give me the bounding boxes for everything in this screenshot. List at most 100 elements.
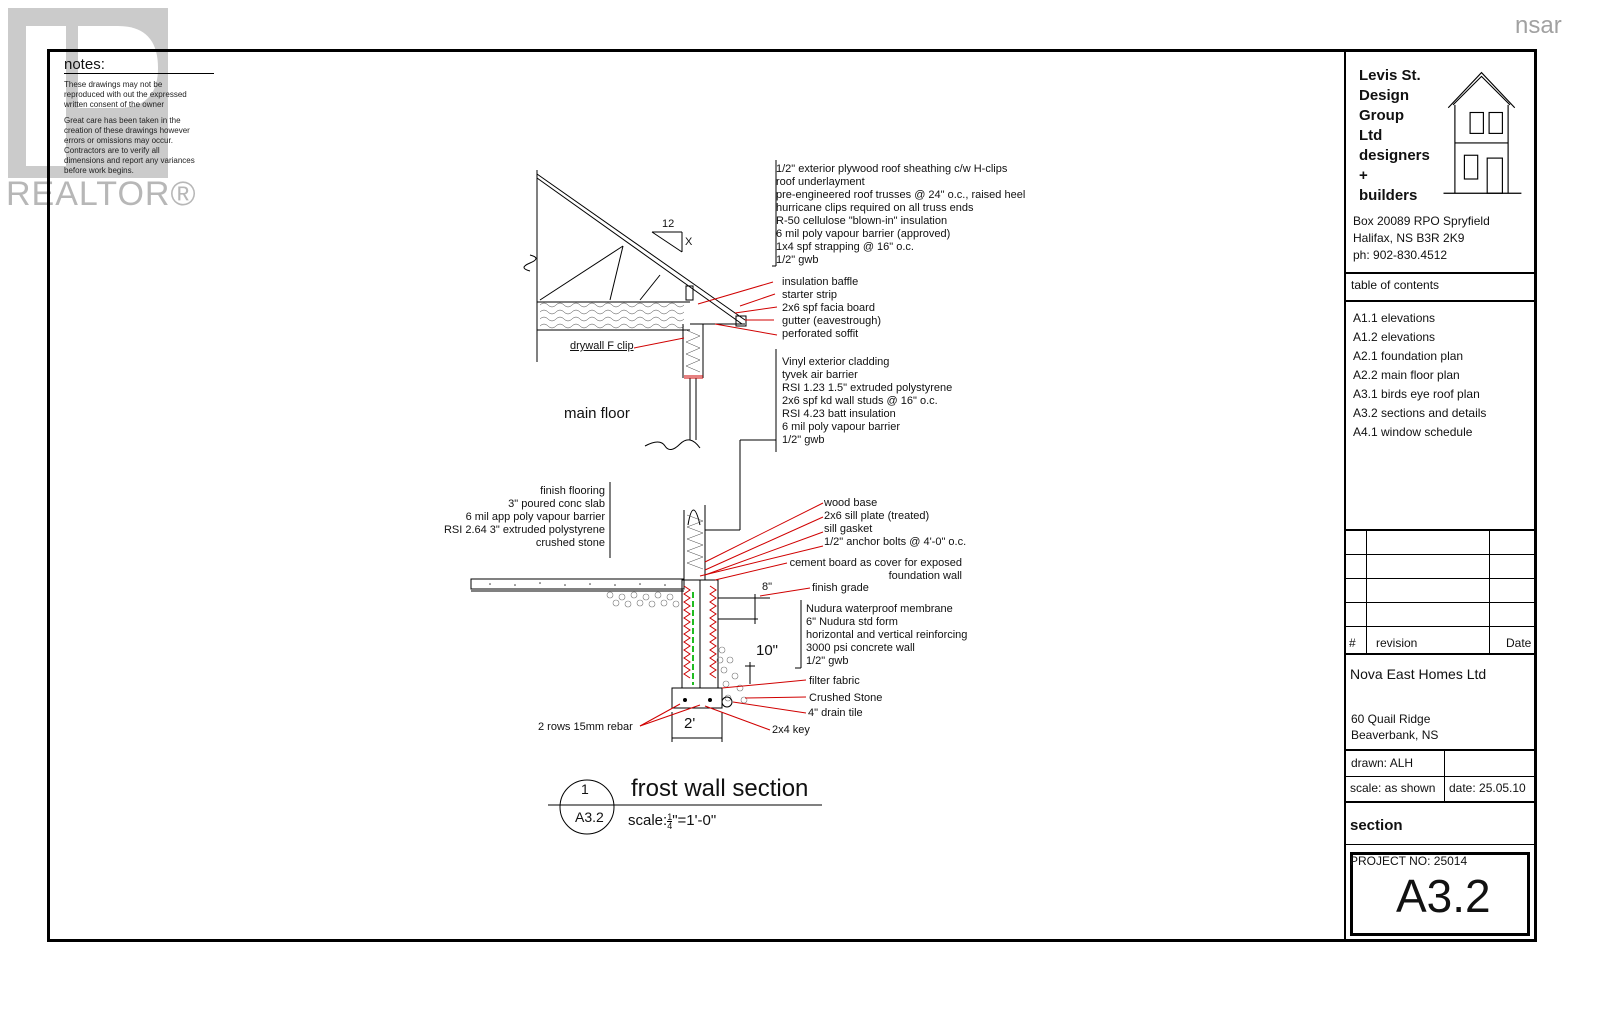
sill-note: 2x6 sill plate (treated) [824, 510, 930, 522]
toc-heading: table of contents [1351, 278, 1440, 292]
eave-note: gutter (eavestrough) [782, 315, 882, 327]
filter-fabric-label: filter fabric [809, 675, 860, 687]
sheet-title: section [1350, 817, 1403, 834]
notes-line: before work begins. [64, 166, 134, 175]
roof-note: 1x4 spf strapping @ 16" o.c. [776, 241, 914, 253]
sheet-number: A3.2 [1396, 870, 1491, 922]
sill-note: sill gasket [824, 523, 873, 535]
scale-suffix: "=1'-0" [672, 812, 717, 829]
foundation-note: 1/2" gwb [806, 655, 849, 667]
sill-note: wood base [824, 497, 878, 509]
company-name-line: Design [1359, 87, 1410, 104]
project-number: PROJECT NO: 25014 [1350, 854, 1468, 868]
eave-note: perforated soffit [782, 328, 859, 340]
eave-note: insulation baffle [782, 276, 859, 288]
pitch-rise: X [685, 236, 693, 248]
notes-line: reproduced with out the expressed [64, 90, 187, 99]
finish-grade-label: finish grade [812, 582, 869, 594]
wall-note: tyvek air barrier [782, 369, 858, 381]
roof-note: 6 mil poly vapour barrier (approved) [776, 228, 951, 240]
dim-10in: 10" [756, 642, 779, 659]
dim-8in: 8" [762, 581, 773, 593]
company-name-line: builders [1359, 187, 1418, 204]
company-name-line: designers [1359, 147, 1430, 164]
sill-note: 1/2" anchor bolts @ 4'-0" o.c. [824, 536, 967, 548]
drawn-by: drawn: ALH [1351, 756, 1414, 770]
pitch-run: 12 [662, 218, 675, 230]
wall-note: 6 mil poly vapour barrier [782, 421, 900, 433]
address-line: ph: 902-830.4512 [1353, 248, 1448, 262]
toc-item: A3.1 birds eye roof plan [1353, 387, 1480, 401]
roof-note: hurricane clips required on all truss en… [776, 202, 974, 214]
dim-2ft: 2' [684, 715, 696, 732]
foundation-note: 3000 psi concrete wall [806, 642, 915, 654]
notes-line: dimensions and report any variances [64, 156, 195, 165]
sheet-number-box [1350, 852, 1530, 936]
house-logo-icon [1443, 71, 1522, 194]
wall-note: 2x6 spf kd wall studs @ 16" o.c. [782, 395, 938, 407]
roof-assembly-notes: 1/2" exterior plywood roof sheathing c/w… [776, 163, 1025, 267]
notes-line: Great care has been taken in the [64, 116, 181, 125]
company-name-line: Group [1359, 107, 1404, 124]
toc-item: A3.2 sections and details [1353, 406, 1487, 420]
eave-note: starter strip [782, 289, 838, 301]
roof-note: 1/2" gwb [776, 254, 819, 266]
scale-value: scale: as shown [1350, 781, 1436, 795]
roof-note: R-50 cellulose "blown-in" insulation [776, 215, 948, 227]
rebar-label: 2 rows 15mm rebar [538, 721, 633, 733]
callout-sheet: A3.2 [575, 809, 604, 825]
revision-label: revision [1376, 636, 1418, 650]
notes-line: written consent of the owner [64, 100, 165, 109]
slab-note: finish flooring [540, 485, 605, 497]
scale-numerator: 1 [667, 811, 673, 822]
foundation-note: horizontal and vertical reinforcing [806, 629, 968, 641]
drain-tile-label: 4" drain tile [808, 707, 863, 719]
site-address-line: Beaverbank, NS [1351, 728, 1439, 742]
cement-board-note: foundation wall [888, 570, 962, 582]
callout-number: 1 [581, 781, 589, 797]
address-line: Box 20089 RPO Spryfield [1353, 214, 1490, 228]
slab-note: 3" poured conc slab [508, 498, 605, 510]
section-title: frost wall section [631, 775, 809, 802]
nsar-logo: nsar [1515, 12, 1562, 39]
revision-date-label: Date [1506, 636, 1532, 650]
slab-note: RSI 2.64 3" extruded polystyrene [443, 524, 605, 536]
drawing-sheet [47, 49, 1537, 942]
scale-prefix: scale: [628, 812, 668, 829]
notes-heading: notes: [64, 56, 214, 74]
notes-line: errors or omissions may occur. [64, 136, 173, 145]
address-line: Halifax, NS B3R 2K9 [1353, 231, 1465, 245]
company-name-line: Levis St. [1359, 67, 1421, 84]
toc-item: A4.1 window schedule [1353, 425, 1473, 439]
roof-note: 1/2" exterior plywood roof sheathing c/w… [776, 163, 1008, 175]
realtor-watermark: REALTOR® [6, 175, 197, 213]
roof-note: roof underlayment [776, 176, 865, 188]
cement-board-note: cement board as cover for exposed [789, 557, 962, 569]
toc-item: A2.2 main floor plan [1353, 368, 1460, 382]
wall-note: Vinyl exterior cladding [782, 356, 890, 368]
key-label: 2x4 key [772, 724, 810, 736]
foundation-note: Nudura waterproof membrane [806, 603, 953, 615]
toc-item: A1.1 elevations [1353, 311, 1436, 325]
client-name: Nova East Homes Ltd [1350, 666, 1487, 682]
notes-line: creation of these drawings however [64, 126, 190, 135]
foundation-note: 6" Nudura std form [806, 616, 898, 628]
toc-item: A1.2 elevations [1353, 330, 1436, 344]
revision-hash: # [1349, 636, 1356, 650]
wall-note: 1/2" gwb [782, 434, 825, 446]
wall-note: RSI 4.23 batt insulation [782, 408, 896, 420]
wall-note: RSI 1.23 1.5" extruded polystyrene [782, 382, 953, 394]
main-floor-label: main floor [564, 405, 630, 422]
